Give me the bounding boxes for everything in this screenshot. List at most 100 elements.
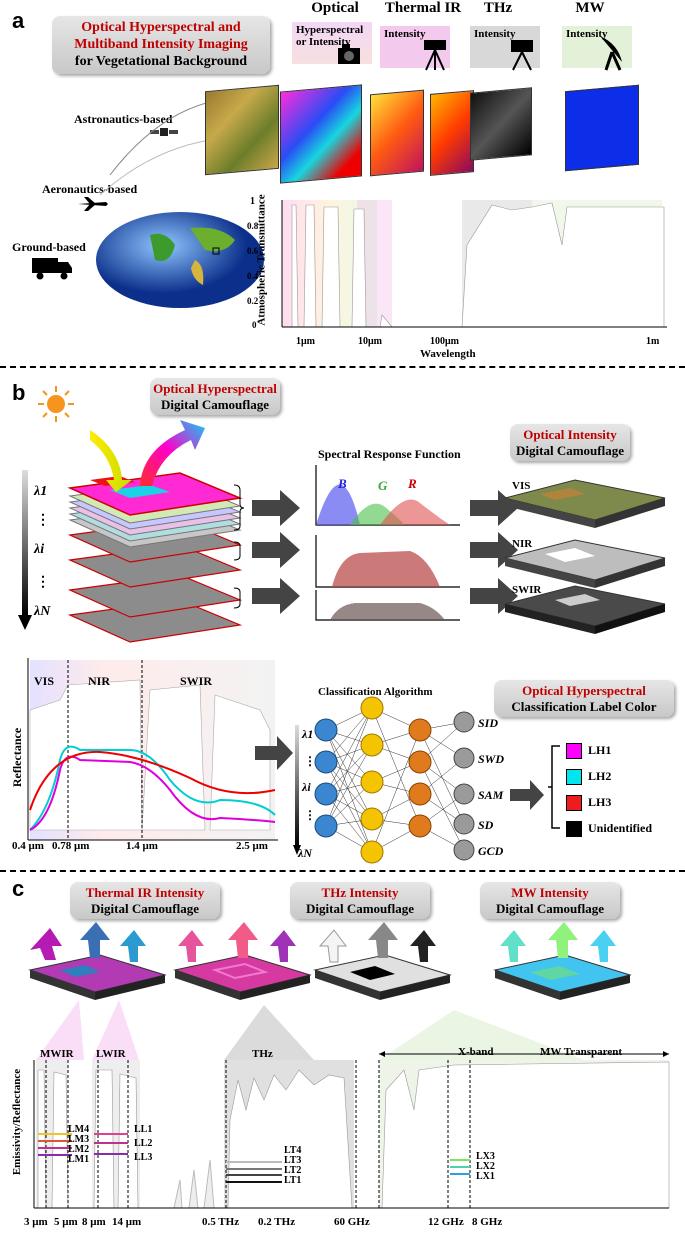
legend-swatch-lh2 <box>566 769 582 785</box>
hyperspectral-cube <box>280 84 362 184</box>
nn-dots-1: ⋮ <box>304 754 316 768</box>
srf-r: R <box>408 476 417 491</box>
thermal-title-red: Thermal IR Intensity <box>85 885 205 900</box>
lambda-down-arrow <box>18 470 32 630</box>
xtick-12ghz: 12 GHz <box>428 1216 464 1228</box>
band-header-thz: THz <box>483 0 513 16</box>
wavelength-xlabel: Wavelength <box>420 348 476 360</box>
region-lwir: LWIR <box>96 1048 126 1060</box>
legend-swatch-lh3 <box>566 795 582 811</box>
legend-swatch-unidentified <box>566 821 582 837</box>
nn-lambda-i: λi <box>302 780 311 794</box>
satellite-dish-icon <box>600 36 622 71</box>
xtick-100um: 100μm <box>430 336 459 347</box>
hyper-title-red: Optical Hyperspectral <box>153 381 277 396</box>
metric-gcd: GCD <box>478 844 504 858</box>
label-lt1: LT1 <box>284 1175 302 1186</box>
truck-icon <box>32 258 72 280</box>
transmittance-chart <box>281 200 667 328</box>
srf-b: B <box>338 476 347 491</box>
intensity-title-red: Optical Intensity <box>523 427 617 442</box>
section-divider-2 <box>0 870 685 872</box>
label-title-black: Classification Label Color <box>511 698 657 714</box>
label-ll3: LL3 <box>134 1152 153 1163</box>
region-mw-transparent: MW Transparent <box>540 1046 623 1058</box>
mw-image <box>565 84 639 172</box>
thz-title-black: Digital Camouflage <box>306 900 414 916</box>
srf-title: Spectral Response Function <box>318 447 461 461</box>
camera-icon <box>338 44 360 64</box>
reflectance-spectrum <box>27 658 278 841</box>
label-lt4: LT4 <box>284 1145 302 1156</box>
intensity-plates <box>504 479 666 634</box>
lambda-n: λN <box>34 604 51 619</box>
nn-lambda-arrow <box>293 725 301 855</box>
panel-a-title-line3: for Vegetational Background <box>74 53 248 69</box>
emissivity-chart <box>33 1000 670 1209</box>
panel-a-title-line2: Multiband Intensity Imaging <box>74 36 248 52</box>
xtick-8um: 8 μm <box>82 1216 106 1228</box>
legend-bracket <box>548 745 560 829</box>
xtick-1um: 1μm <box>296 336 315 347</box>
thermal-image <box>370 89 424 177</box>
metric-sd: SD <box>478 818 494 832</box>
reflectance-ylabel: Reflectance <box>10 727 25 788</box>
xtick-0-78um: 0.78 μm <box>52 840 90 852</box>
thz-title-red: THz Intensity <box>321 885 399 900</box>
transmittance-ylabel: Atmospheric Transmittance <box>255 194 268 326</box>
sun-icon <box>38 386 74 422</box>
metrics-arrow <box>510 780 544 810</box>
region-xband: X-band <box>458 1046 494 1058</box>
intensity-vis: VIS <box>512 480 531 492</box>
ytick-0: 0 <box>252 320 257 330</box>
lambda-1: λ1 <box>34 484 48 499</box>
platform-astronautics: Astronautics-based <box>74 112 173 126</box>
neural-network <box>314 696 475 864</box>
thermal-title-black: Digital Camouflage <box>91 900 199 916</box>
region-swir: SWIR <box>180 674 213 688</box>
legend-swatch-lh1 <box>566 743 582 759</box>
thermal-image-2 <box>430 90 474 176</box>
hyperspectral-stack <box>67 420 243 643</box>
label-ll1: LL1 <box>134 1124 153 1135</box>
nn-lambda-1: λ1 <box>302 727 314 741</box>
xtick-14um: 14 μm <box>112 1216 142 1228</box>
region-thz: THz <box>252 1048 273 1060</box>
band-header-optical: Optical <box>311 0 359 16</box>
lambda-dots-1: ⋮ <box>36 513 50 528</box>
panel-a-title-line1: Optical Hyperspectral and <box>81 20 241 35</box>
region-nir: NIR <box>88 674 111 688</box>
legend-label-lh3: LH3 <box>588 795 612 809</box>
nn-dots-2: ⋮ <box>304 808 316 822</box>
thz-camera-icon <box>511 40 533 71</box>
label-lt3: LT3 <box>284 1155 302 1166</box>
lambda-i: λi <box>34 542 45 557</box>
label-title-red: Optical Hyperspectral <box>522 683 646 698</box>
panel-b-letter: b <box>12 380 26 405</box>
spectrum-arrow <box>255 736 293 770</box>
class-algo-title: Classification Algorithm <box>318 686 433 698</box>
platform-ground: Ground-based <box>12 240 86 254</box>
xtick-1-4um: 1.4 μm <box>126 840 158 852</box>
metric-swd: SWD <box>478 752 505 766</box>
thz-image <box>470 87 532 161</box>
platform-aeronautics: Aeronautics-based <box>42 182 138 196</box>
region-vis: VIS <box>34 674 55 688</box>
panel-b-intensity-title: Optical Intensity Digital Camouflage <box>510 424 630 462</box>
ytick-1: 1 <box>250 196 255 207</box>
label-lm1: LM1 <box>68 1154 90 1165</box>
legend-label-unidentified: Unidentified <box>588 821 653 835</box>
nn-lambda-n: λN <box>298 846 312 860</box>
srf-plots <box>315 465 460 621</box>
label-lt2: LT2 <box>284 1165 302 1176</box>
label-lx2: LX2 <box>476 1161 495 1172</box>
mw-title: MW Intensity Digital Camouflage <box>480 882 620 920</box>
mw-title-red: MW Intensity <box>511 885 589 900</box>
panel-a-title: Optical Hyperspectral and Multiband Inte… <box>52 16 270 75</box>
xtick-0-2thz: 0.2 THz <box>258 1216 296 1228</box>
legend-label-lh1: LH1 <box>588 743 612 757</box>
xtick-8ghz: 8 GHz <box>472 1216 503 1228</box>
srf-g: G <box>378 478 388 493</box>
metric-sid: SID <box>478 716 499 730</box>
stack-arrows <box>233 484 300 614</box>
